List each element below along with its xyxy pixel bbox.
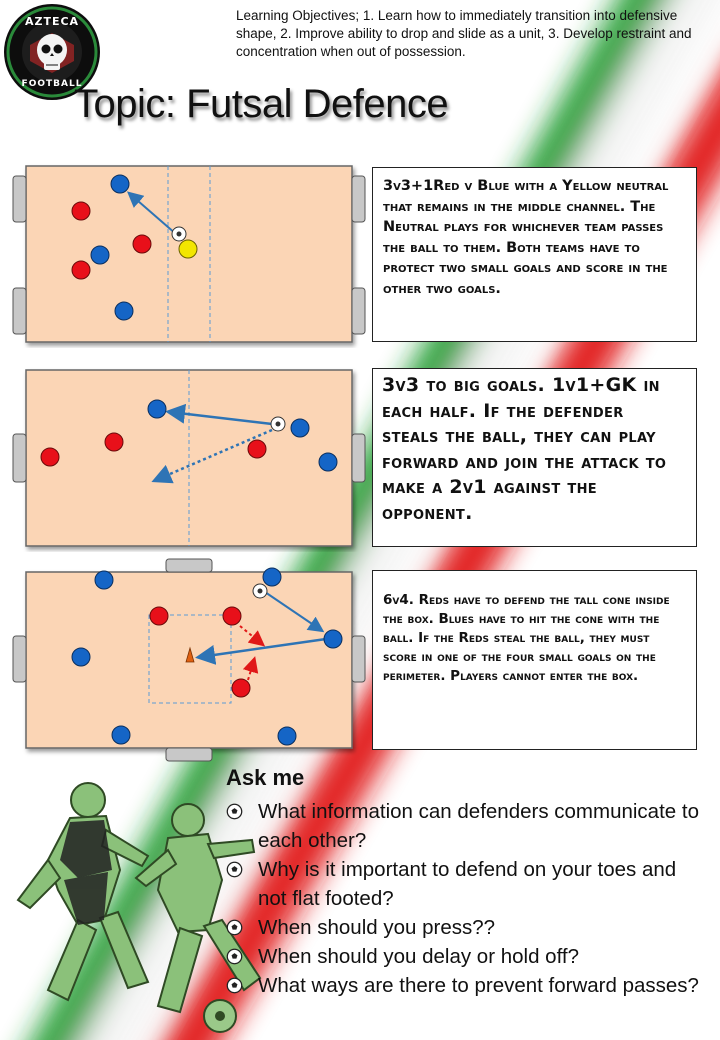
tall-cone bbox=[185, 646, 195, 663]
players-illustration bbox=[16, 782, 262, 1033]
logo-text-bottom: FOOTBALL bbox=[21, 79, 83, 89]
defended-box bbox=[148, 614, 232, 704]
blue-player bbox=[114, 301, 134, 321]
small-goal bbox=[12, 635, 27, 683]
red-player bbox=[40, 447, 60, 467]
red-player bbox=[149, 606, 169, 626]
blue-player bbox=[323, 629, 343, 649]
red-player bbox=[247, 439, 267, 459]
ask-me-title: Ask me bbox=[226, 765, 305, 790]
small-goal bbox=[165, 558, 213, 573]
red-player bbox=[71, 260, 91, 280]
logo-text-top: AZTECA bbox=[24, 15, 80, 28]
question-text: When should you delay or hold off? bbox=[258, 945, 580, 968]
ball-icon bbox=[171, 226, 187, 242]
yellow-neutral bbox=[178, 239, 198, 259]
red-player bbox=[231, 678, 251, 698]
drill-2-description: 3v3 to big goals. 1v1+GK in each half. I… bbox=[372, 368, 697, 547]
drill-1-description: 3v3+1Red v Blue with a Yellow neutral th… bbox=[372, 167, 697, 342]
drill-3-pitch bbox=[12, 558, 366, 762]
small-goal bbox=[12, 287, 27, 335]
question-text: Why is it important to defend on your to… bbox=[258, 858, 677, 910]
question-text: What information can defenders communica… bbox=[258, 800, 699, 852]
list-item: What information can defenders communica… bbox=[224, 797, 704, 855]
big-goal bbox=[12, 433, 27, 483]
list-item: What ways are there to prevent forward p… bbox=[224, 971, 704, 1000]
red-player bbox=[104, 432, 124, 452]
small-goal bbox=[165, 747, 213, 762]
question-text: What ways are there to prevent forward p… bbox=[258, 974, 699, 997]
ball-icon bbox=[270, 416, 286, 432]
ball-bullet-icon bbox=[226, 861, 243, 878]
small-goal bbox=[351, 635, 366, 683]
blue-player bbox=[290, 418, 310, 438]
small-goal bbox=[351, 175, 366, 223]
big-goal bbox=[351, 433, 366, 483]
list-item: When should you press?? bbox=[224, 913, 704, 942]
ball-bullet-icon bbox=[226, 977, 243, 994]
blue-player bbox=[110, 174, 130, 194]
ball-icon bbox=[203, 999, 237, 1033]
ball-bullet-icon bbox=[226, 948, 243, 965]
list-item: Why is it important to defend on your to… bbox=[224, 855, 704, 913]
blue-player bbox=[111, 725, 131, 745]
page-title: Topic: Futsal Defence bbox=[74, 82, 449, 126]
blue-player bbox=[147, 399, 167, 419]
list-item: When should you delay or hold off? bbox=[224, 942, 704, 971]
learning-objectives: Learning Objectives; 1. Learn how to imm… bbox=[236, 8, 692, 59]
ball-icon bbox=[252, 583, 268, 599]
red-player bbox=[71, 201, 91, 221]
drill-3-description: 6v4. Reds have to defend the tall cone i… bbox=[372, 570, 697, 750]
blue-player bbox=[262, 567, 282, 587]
ball-bullet-icon bbox=[226, 919, 243, 936]
small-goal bbox=[12, 175, 27, 223]
ball-bullet-icon bbox=[226, 803, 243, 820]
red-player bbox=[222, 606, 242, 626]
small-goal bbox=[351, 287, 366, 335]
blue-player bbox=[90, 245, 110, 265]
drill-2-pitch bbox=[12, 369, 366, 547]
question-text: When should you press?? bbox=[258, 916, 496, 939]
blue-player bbox=[71, 647, 91, 667]
blue-player bbox=[318, 452, 338, 472]
drill-1-pitch bbox=[12, 165, 366, 343]
blue-player bbox=[94, 570, 114, 590]
azteca-logo: AZTECA FOOTBALL bbox=[3, 3, 101, 101]
red-player bbox=[132, 234, 152, 254]
blue-player bbox=[277, 726, 297, 746]
question-list: What information can defenders communica… bbox=[224, 797, 704, 1000]
